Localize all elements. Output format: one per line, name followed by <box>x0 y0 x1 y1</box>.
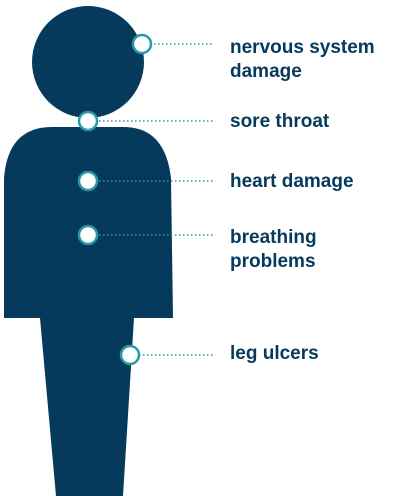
marker-leg <box>121 346 139 364</box>
marker-heart <box>79 172 97 190</box>
label-sore-throat: sore throat <box>230 110 329 134</box>
label-breathing-problems: breathing problems <box>230 226 317 274</box>
figure-head <box>32 6 144 118</box>
marker-sore-throat <box>79 112 97 130</box>
label-nervous-system-damage: nervous system damage <box>230 36 375 84</box>
marker-nervous-system <box>133 35 151 53</box>
label-heart-damage: heart damage <box>230 170 354 194</box>
label-leg-ulcers: leg ulcers <box>230 342 319 366</box>
marker-breathing <box>79 226 97 244</box>
